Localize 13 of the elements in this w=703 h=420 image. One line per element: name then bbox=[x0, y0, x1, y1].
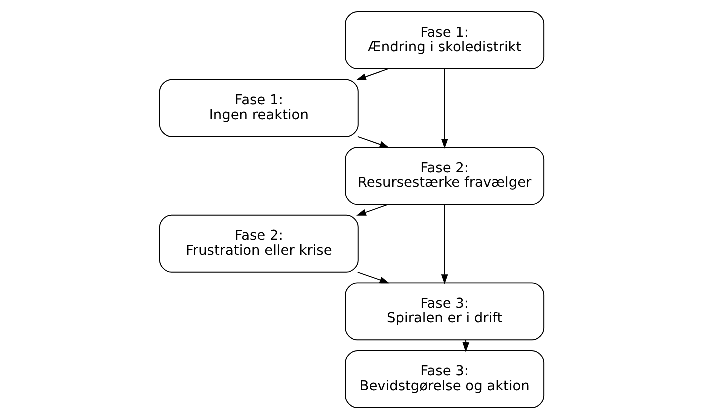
arrow bbox=[356, 272, 390, 284]
arrow bbox=[462, 340, 470, 352]
arrow bbox=[356, 68, 388, 80]
node-box: Fase 3: Spiralen er i drift bbox=[344, 282, 544, 341]
arrow bbox=[356, 204, 388, 216]
node-box: Fase 3: Bevidstgørelse og aktion bbox=[344, 350, 544, 408]
arrow bbox=[440, 68, 448, 149]
arrow bbox=[440, 204, 448, 284]
node-box: Fase 1: Ingen reaktion bbox=[158, 79, 358, 138]
node-box: Fase 2: Resursestærke fravælger bbox=[344, 147, 544, 206]
arrow bbox=[356, 136, 390, 148]
node-box: Fase 1: Ændring i skoledistrikt bbox=[344, 12, 544, 70]
node-box: Fase 2: Frustration eller krise bbox=[158, 214, 358, 273]
